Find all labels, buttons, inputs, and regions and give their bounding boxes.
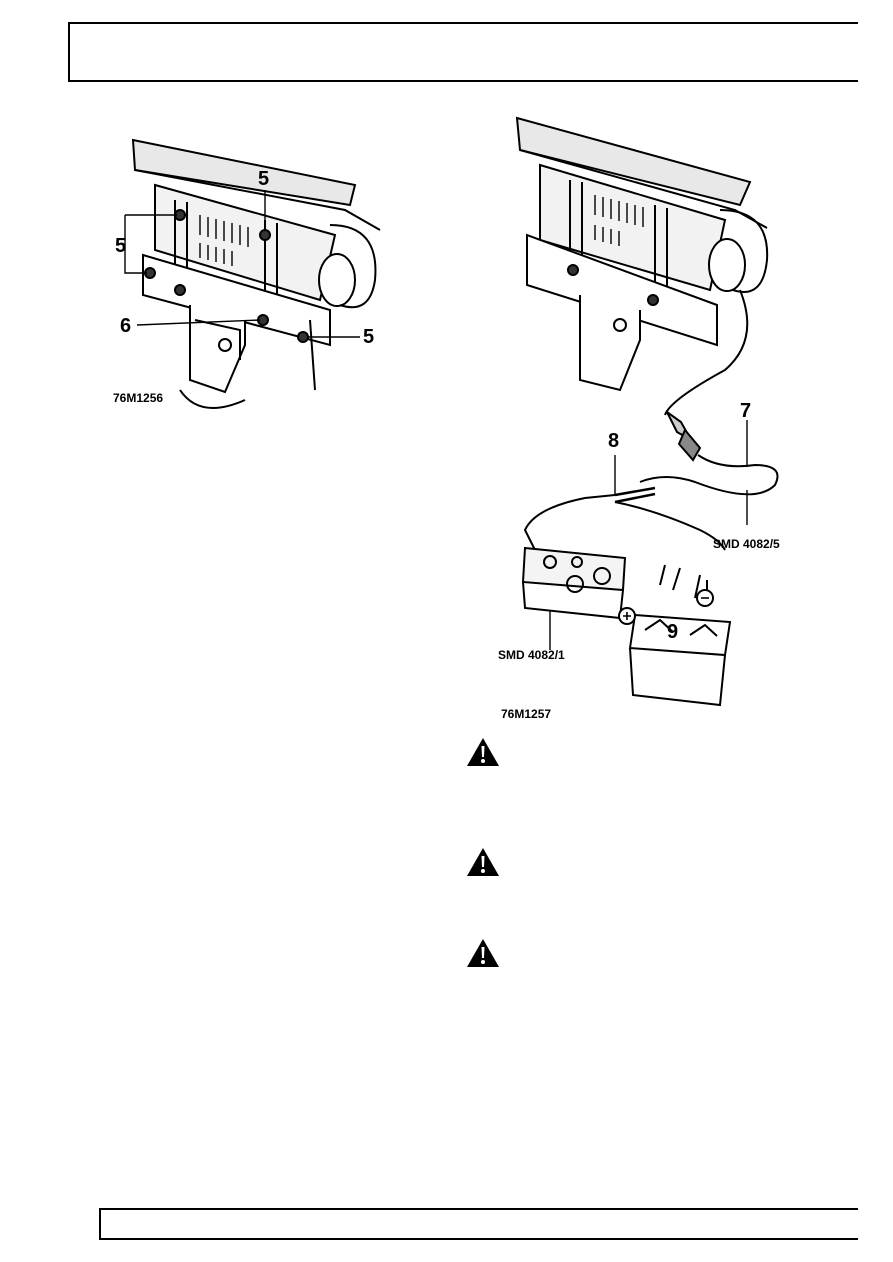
page-header-frame: [68, 22, 858, 82]
test-equipment-illustration: 8 7 9 SMD 4082/5 SMD 4082/1 76M1257: [498, 116, 780, 720]
warning-triangle-icon: [466, 847, 500, 877]
callout-8: 8: [608, 430, 619, 452]
page-footer-frame: [99, 1208, 858, 1240]
callout-7: 7: [740, 400, 751, 422]
seat-fixings-illustration: 5 5 6 5 76M1256: [113, 138, 381, 409]
tool-label-smd-4082-1: SMD 4082/1: [498, 648, 565, 662]
figure-seat-fixings: 5 5 6 5 76M1256: [105, 130, 405, 420]
figure-reference: 76M1256: [113, 391, 163, 405]
callout-5-right: 5: [363, 326, 374, 348]
figure-reference: 76M1257: [501, 707, 551, 720]
warning-triangle-icon: [466, 737, 500, 767]
figure-test-equipment: 8 7 9 SMD 4082/5 SMD 4082/1 76M1257: [495, 110, 845, 720]
warning-triangle-icon: [466, 938, 500, 968]
callout-6: 6: [120, 315, 131, 337]
callout-5-top: 5: [258, 168, 269, 190]
tool-label-smd-4082-5: SMD 4082/5: [713, 537, 780, 551]
callout-9: 9: [667, 621, 678, 643]
callout-5-left: 5: [115, 235, 126, 257]
